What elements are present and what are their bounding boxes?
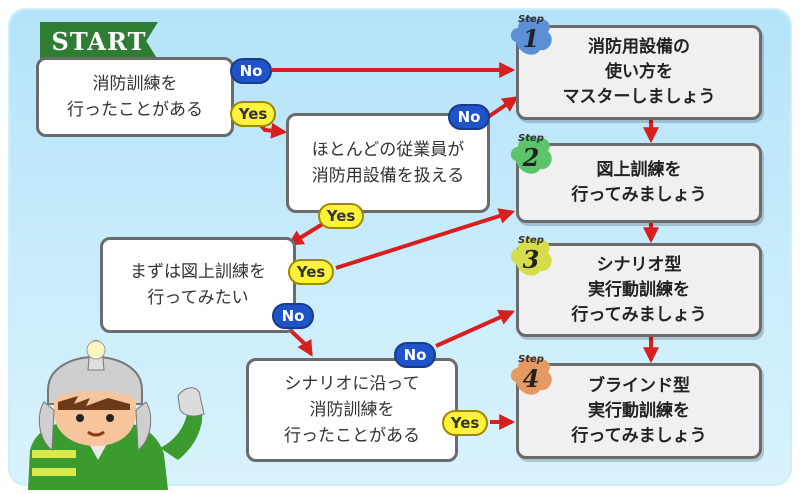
step-3-badge: Step 3 <box>508 233 554 277</box>
question-2-text: ほとんどの従業員が 消防用設備を扱える <box>311 140 465 186</box>
q2-no-pill: No <box>448 104 490 130</box>
start-tag: START <box>40 22 158 60</box>
question-3-box: まずは図上訓練を 行ってみたい <box>100 237 296 333</box>
arrow-q3-yes-step2 <box>335 208 516 270</box>
step-2-number: 2 <box>522 143 540 172</box>
arrow-q2-yes-q3 <box>287 220 328 246</box>
step-1-number: 1 <box>522 24 540 53</box>
step-4-label: Step <box>518 354 544 365</box>
step-3-label: Step <box>518 235 544 246</box>
question-4-box: シナリオに沿って 消防訓練を 行ったことがある <box>246 358 458 462</box>
q3-no-pill: No <box>272 303 314 329</box>
step-3-cloud-icon <box>510 238 552 276</box>
step-3-box: シナリオ型 実行動訓練を 行ってみましょう <box>516 243 762 337</box>
step-4-cloud-icon <box>510 357 552 395</box>
step-1-text: 消防用設備の 使い方を マスターしましょう <box>562 37 716 107</box>
step-2-label: Step <box>518 133 544 144</box>
step-1-label: Step <box>518 14 544 25</box>
arrow-q4-no-step3 <box>435 309 515 348</box>
arrow-q3-no-q4 <box>288 328 313 357</box>
q4-yes-pill: Yes <box>442 410 488 436</box>
step-1-box: 消防用設備の 使い方を マスターしましょう <box>516 25 762 120</box>
q1-yes-pill: Yes <box>230 101 276 127</box>
q2-yes-pill: Yes <box>318 203 364 229</box>
q4-no-pill: No <box>394 342 436 368</box>
step-2-cloud-icon <box>510 136 552 174</box>
question-4-text: シナリオに沿って 消防訓練を 行ったことがある <box>284 374 420 446</box>
step-2-box: 図上訓練を 行ってみましょう <box>516 143 762 223</box>
step-1-badge: Step 1 <box>508 12 554 56</box>
step-2-text: 図上訓練を 行ってみましょう <box>571 160 707 205</box>
step-2-badge: Step 2 <box>508 131 554 175</box>
question-2-box: ほとんどの従業員が 消防用設備を扱える <box>286 113 490 213</box>
step-3-number: 3 <box>522 245 540 274</box>
q1-no-pill: No <box>230 58 272 84</box>
q3-yes-pill: Yes <box>288 259 334 285</box>
firefighter-mascot <box>28 340 205 490</box>
step-1-cloud-icon <box>510 17 552 55</box>
arrow-q2-no-step1 <box>486 96 519 119</box>
step-4-badge: Step 4 <box>508 352 554 396</box>
question-3-text: まずは図上訓練を 行ってみたい <box>130 262 266 308</box>
step-3-text: シナリオ型 実行動訓練を 行ってみましょう <box>571 254 707 325</box>
step-4-box: ブラインド型 実行動訓練を 行ってみましょう <box>516 363 762 459</box>
step-4-number: 4 <box>522 364 540 393</box>
step-4-text: ブラインド型 実行動訓練を 行ってみましょう <box>571 375 707 446</box>
question-1-box: 消防訓練を 行ったことがある <box>36 57 234 137</box>
question-1-text: 消防訓練を 行ったことがある <box>67 74 203 120</box>
